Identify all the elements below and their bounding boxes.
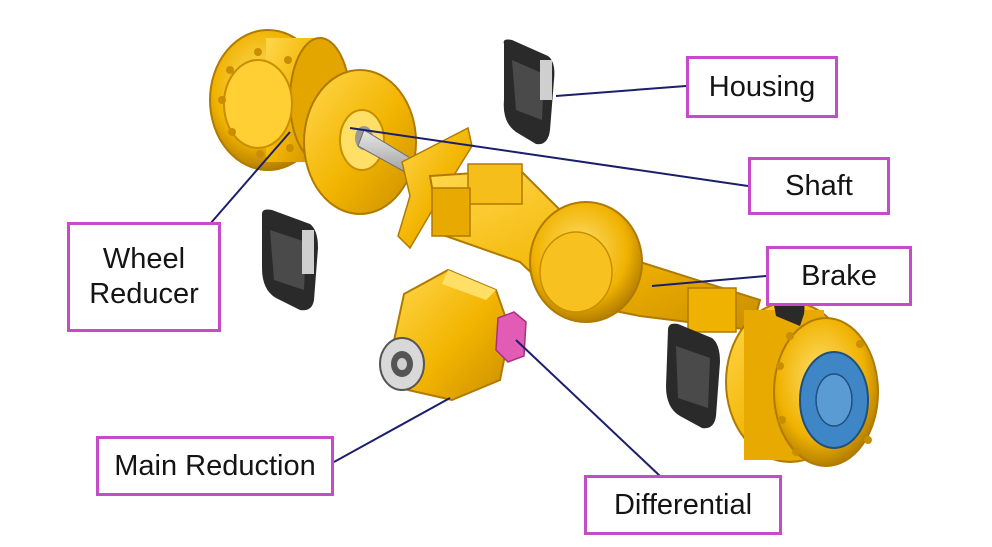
leader-line-shaft [349, 127, 749, 187]
differential-label: Differential [584, 475, 782, 535]
right-wheel-hub-part [725, 301, 879, 467]
brake-label-text: Brake [801, 259, 877, 292]
shaft-label-text: Shaft [785, 169, 853, 202]
main-reduction-label: Main Reduction [96, 436, 334, 496]
brake-caliper-left [262, 209, 318, 311]
wheel-reducer-label-line2: Reducer [89, 278, 199, 310]
leader-line-wheel-reducer [209, 131, 291, 225]
shaft-label: Shaft [748, 157, 890, 215]
axle-housing-part [428, 163, 762, 333]
leader-lines [209, 85, 767, 477]
housing-label-text: Housing [708, 70, 816, 103]
leader-line-brake [651, 275, 767, 287]
main-reduction-label-text: Main Reduction [114, 449, 316, 482]
brake-label: Brake [766, 246, 912, 306]
leader-line-main-reduction [333, 397, 451, 463]
leader-line-differential [515, 339, 661, 477]
differential-part [495, 311, 527, 363]
main-reduction-part [379, 268, 512, 402]
wheel-reducer-label: Wheel Reducer [67, 222, 221, 332]
wheel-reducer-label-line1: Wheel [102, 243, 186, 276]
wheel-reducer-part [209, 29, 351, 171]
leader-line-housing [555, 85, 687, 97]
brake-caliper-top [503, 39, 555, 145]
differential-label-text: Differential [613, 488, 753, 521]
housing-label: Housing [686, 56, 838, 118]
